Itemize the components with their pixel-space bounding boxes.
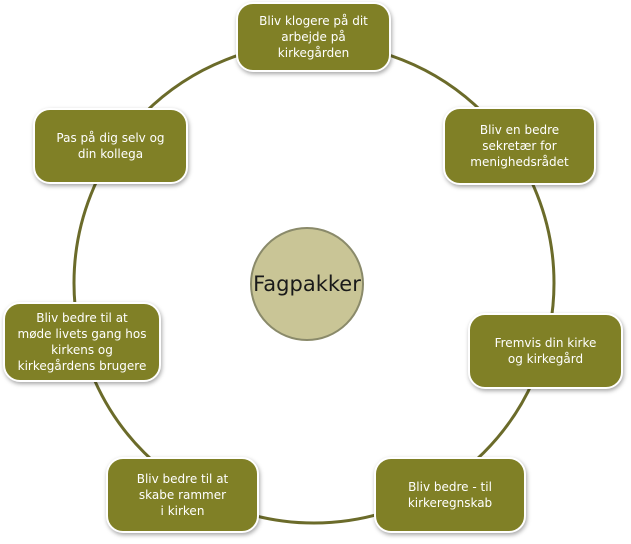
node-livets-gang[interactable]: Bliv bedre til at møde livets gang hos k… (3, 302, 161, 382)
node-pas-paa-dig[interactable]: Pas på dig selv og din kollega (33, 108, 188, 184)
node-rammer[interactable]: Bliv bedre til at skabe rammer i kirken (106, 457, 259, 533)
node-label: Bliv en bedre sekretær for menighedsråde… (470, 123, 569, 169)
node-label: Bliv bedre til at møde livets gang hos k… (17, 311, 147, 373)
node-label: Bliv bedre til at skabe rammer i kirken (136, 472, 229, 518)
center-label: Fagpakker (253, 272, 361, 296)
node-label: Bliv klogere på dit arbejde på kirkegård… (259, 14, 368, 60)
node-label: Pas på dig selv og din kollega (56, 131, 165, 161)
node-kirkeregnskab[interactable]: Bliv bedre - til kirkeregnskab (374, 457, 526, 533)
node-sekretaer[interactable]: Bliv en bedre sekretær for menighedsråde… (443, 107, 596, 185)
node-kirkegaard[interactable]: Bliv klogere på dit arbejde på kirkegård… (236, 2, 391, 72)
center-hub: Fagpakker (250, 227, 364, 341)
node-fremvis[interactable]: Fremvis din kirke og kirkegård (468, 313, 623, 389)
node-label: Bliv bedre - til kirkeregnskab (407, 480, 493, 510)
node-label: Fremvis din kirke og kirkegård (494, 336, 597, 366)
